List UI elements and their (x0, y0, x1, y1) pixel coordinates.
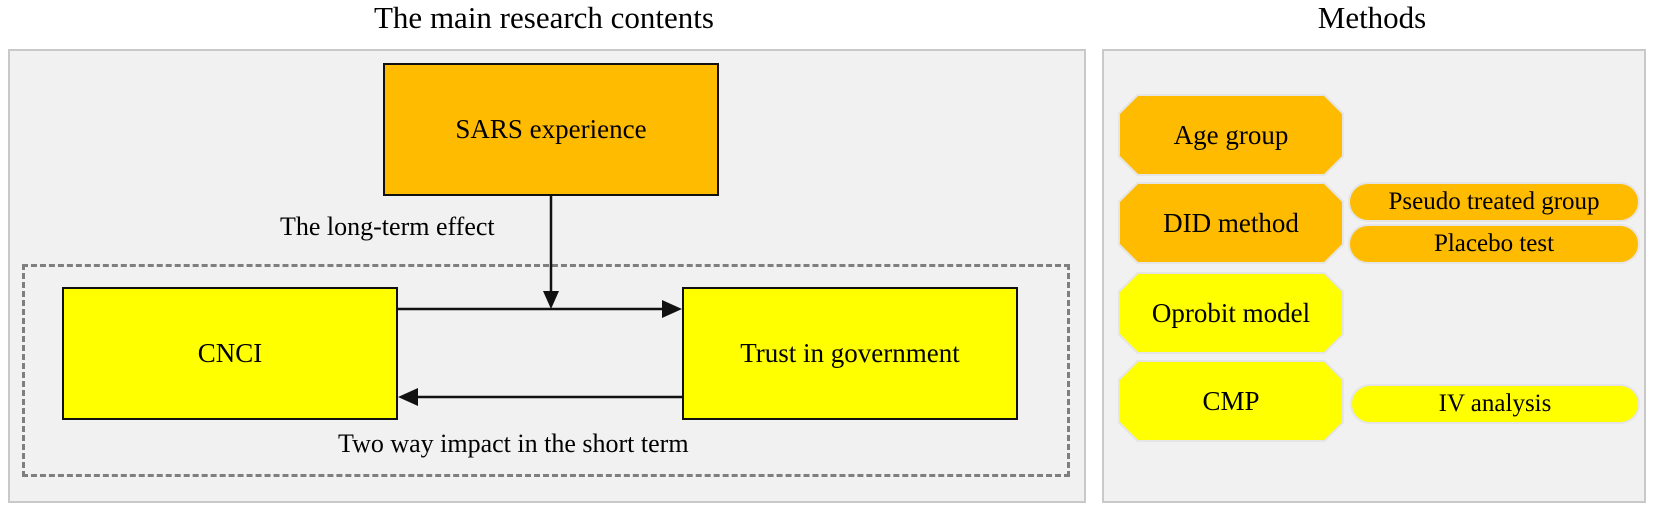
oprobit-model-node: Oprobit model (1120, 274, 1342, 352)
cmp-node: CMP (1120, 362, 1342, 440)
cmp-label: CMP (1202, 385, 1260, 416)
main-contents-title: The main research contents (374, 0, 714, 35)
age-group-node: Age group (1120, 96, 1342, 174)
long-term-effect-label: The long-term effect (280, 212, 495, 241)
cnci-to-trust-arrowhead (662, 300, 682, 318)
cnci-node: CNCI (62, 287, 398, 420)
pseudo-treated-group-node: Pseudo treated group (1348, 182, 1640, 222)
did-method-node: DID method (1120, 184, 1342, 262)
two-way-impact-label: Two way impact in the short term (338, 429, 689, 458)
iv-analysis-node: IV analysis (1350, 384, 1640, 424)
sars-experience-label: SARS experience (455, 114, 647, 144)
sars-experience-node: SARS experience (383, 63, 719, 196)
placebo-test-node: Placebo test (1348, 224, 1640, 264)
trust-in-government-label: Trust in government (740, 338, 960, 368)
methods-title: Methods (1317, 0, 1427, 35)
iv-analysis-label: IV analysis (1438, 390, 1552, 417)
trust-in-government-node: Trust in government (682, 287, 1018, 420)
age-group-label: Age group (1173, 119, 1289, 150)
cnci-label: CNCI (197, 338, 263, 368)
short-term-group (22, 264, 1070, 477)
oprobit-model-label: Oprobit model (1151, 297, 1311, 328)
did-method-label: DID method (1163, 207, 1299, 238)
trust-to-cnci-arrowhead (398, 388, 418, 406)
long-term-effect-arrowhead (543, 291, 559, 309)
placebo-test-label: Placebo test (1433, 230, 1555, 257)
pseudo-treated-group-label: Pseudo treated group (1388, 188, 1600, 215)
